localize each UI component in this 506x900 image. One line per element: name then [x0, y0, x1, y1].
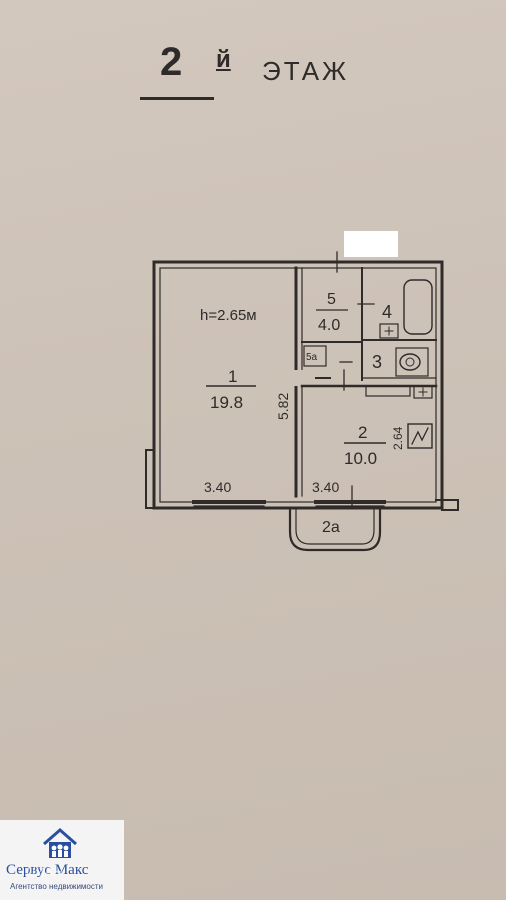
room2-area: 10.0 [344, 449, 377, 468]
stove [407, 423, 433, 449]
watermark: ЦИАН [26, 864, 63, 879]
agency-name: Сервус Макс [6, 862, 89, 878]
room2-length: 2.64 [391, 426, 405, 450]
door-room1 [293, 370, 305, 386]
floor-number: 2 [160, 40, 184, 84]
room5-number: 5 [327, 291, 336, 308]
agency-tagline: Агентство недвижимости [10, 882, 103, 891]
redaction-patch [344, 231, 398, 257]
counter [365, 385, 411, 397]
balcony [288, 506, 382, 552]
floor-suffix: й [216, 46, 231, 73]
outer-wall [152, 260, 444, 510]
room2-width: 3.40 [312, 479, 339, 495]
room4-number: 4 [382, 302, 392, 322]
room5-area: 4.0 [318, 317, 340, 334]
room1-width: 3.40 [204, 479, 231, 495]
room1-area: 19.8 [210, 393, 243, 412]
left-ledge [145, 449, 155, 509]
toilet [399, 353, 421, 371]
right-ledge [435, 499, 459, 511]
room3-number: 3 [372, 352, 382, 372]
bathtub [403, 279, 433, 335]
agency-logo[interactable]: Сервус Макс Агентство недвижимости [0, 820, 124, 900]
room1-length: 5.82 [275, 393, 291, 420]
balcony-number: 2а [322, 519, 340, 536]
ceiling-height: h=2.65м [200, 307, 257, 324]
floor-underline [140, 97, 214, 100]
room5a-number: 5а [306, 352, 318, 363]
storage-5a [303, 345, 327, 367]
house-people-icon [43, 828, 77, 858]
room2-number: 2 [358, 423, 367, 442]
floor-word: ЭТАЖ [262, 56, 350, 86]
room1-number: 1 [228, 367, 237, 386]
